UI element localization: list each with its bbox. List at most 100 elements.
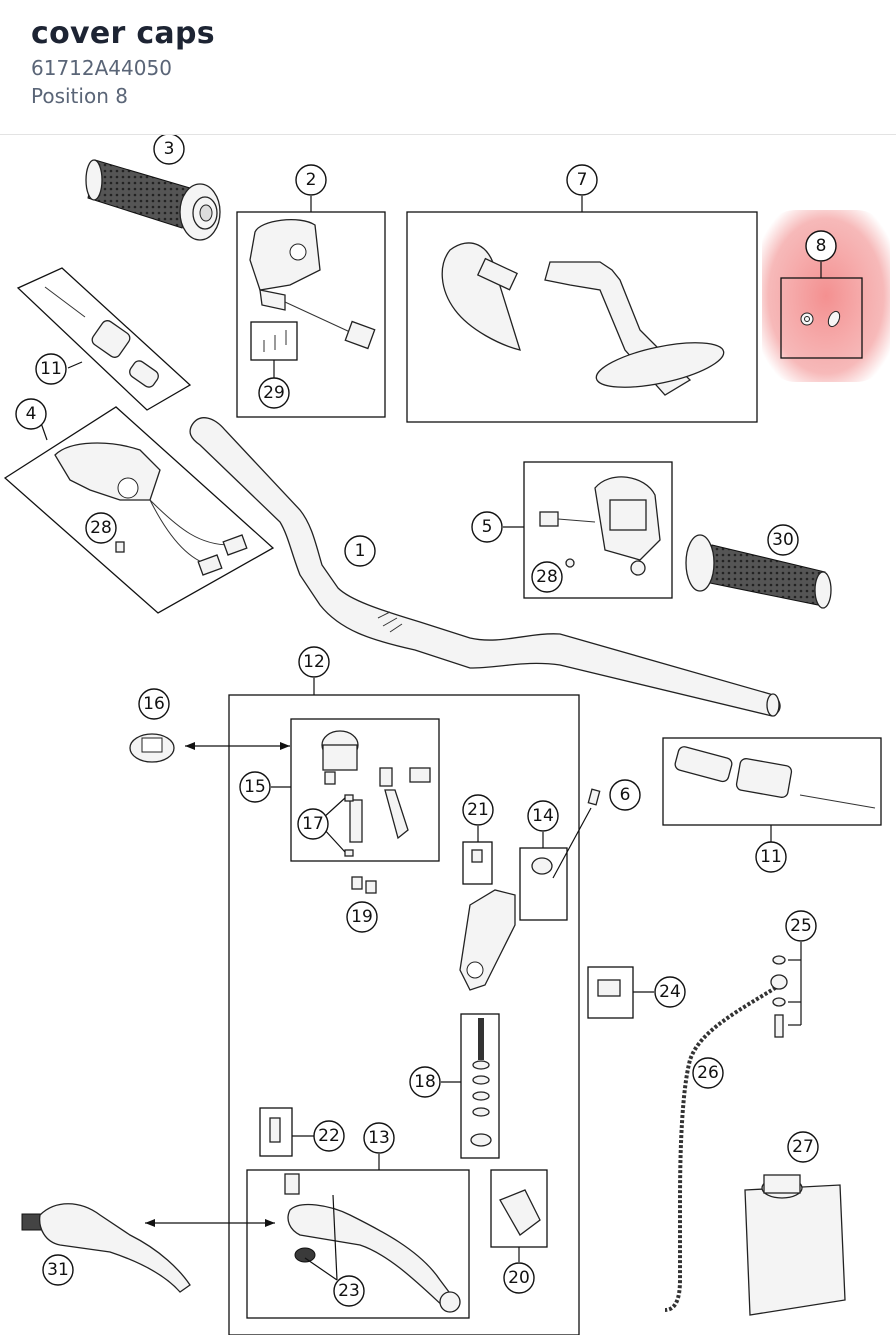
svg-text:27: 27 bbox=[792, 1137, 814, 1157]
banjo-fittings-part[interactable] bbox=[770, 955, 788, 1038]
callout-19[interactable]: 19 bbox=[346, 901, 378, 933]
position-label: Position 8 bbox=[31, 84, 128, 108]
grip-left-part[interactable] bbox=[85, 159, 221, 241]
svg-text:29: 29 bbox=[263, 383, 285, 403]
box-15 bbox=[290, 718, 440, 862]
callout-7[interactable]: 7 bbox=[566, 164, 598, 196]
callout-28-right[interactable]: 28 bbox=[531, 561, 563, 593]
exploded-parts-diagram: 1 2 3 4 5 6 7 8 11 11 12 13 14 15 16 17 … bbox=[3, 135, 890, 1335]
callout-2[interactable]: 2 bbox=[295, 164, 327, 196]
callout-28-left[interactable]: 28 bbox=[85, 512, 117, 544]
callout-16[interactable]: 16 bbox=[138, 688, 170, 720]
svg-text:28: 28 bbox=[536, 567, 558, 587]
bar-end-right-part[interactable] bbox=[674, 745, 876, 809]
svg-text:1: 1 bbox=[355, 541, 366, 561]
svg-text:18: 18 bbox=[414, 1072, 436, 1092]
box-4 bbox=[3, 406, 275, 614]
callout-11-right[interactable]: 11 bbox=[755, 841, 787, 873]
svg-text:2: 2 bbox=[306, 170, 317, 190]
callout-31[interactable]: 31 bbox=[42, 1254, 74, 1286]
callout-26[interactable]: 26 bbox=[692, 1057, 724, 1089]
page-title: cover caps bbox=[31, 16, 215, 51]
box-18 bbox=[460, 1013, 500, 1159]
callout-5[interactable]: 5 bbox=[471, 511, 503, 543]
callout-13[interactable]: 13 bbox=[363, 1122, 395, 1154]
callout-3[interactable]: 3 bbox=[153, 135, 185, 165]
svg-text:12: 12 bbox=[303, 652, 325, 672]
box-21 bbox=[462, 841, 493, 885]
callout-8[interactable]: 8 bbox=[805, 230, 837, 262]
svg-text:31: 31 bbox=[47, 1260, 69, 1280]
svg-text:6: 6 bbox=[620, 785, 631, 805]
callout-24[interactable]: 24 bbox=[654, 976, 686, 1008]
svg-text:22: 22 bbox=[318, 1126, 340, 1146]
callout-4[interactable]: 4 bbox=[15, 398, 47, 430]
svg-text:15: 15 bbox=[244, 777, 266, 797]
callout-14[interactable]: 14 bbox=[527, 800, 559, 832]
callout-29[interactable]: 29 bbox=[258, 377, 290, 409]
callout-21[interactable]: 21 bbox=[462, 794, 494, 826]
svg-text:14: 14 bbox=[532, 806, 554, 826]
callout-12[interactable]: 12 bbox=[298, 646, 330, 678]
grip-right-part[interactable] bbox=[685, 534, 832, 609]
box-7 bbox=[406, 211, 758, 423]
brake-fluid-part[interactable] bbox=[744, 1174, 846, 1316]
svg-text:11: 11 bbox=[40, 359, 62, 379]
box-11-left bbox=[16, 267, 192, 411]
piston-kit-part[interactable] bbox=[470, 1018, 492, 1147]
cover-caps-part[interactable] bbox=[800, 310, 842, 329]
page-header: cover caps 61712A44050 Position 8 bbox=[0, 0, 896, 135]
svg-text:3: 3 bbox=[164, 139, 175, 159]
clutch-lever-part[interactable] bbox=[21, 1203, 191, 1293]
reservoir-cap-part[interactable] bbox=[129, 733, 175, 763]
screws-29-part bbox=[263, 330, 287, 352]
callout-20[interactable]: 20 bbox=[503, 1262, 535, 1294]
callout-25[interactable]: 25 bbox=[785, 910, 817, 942]
callout-11-left[interactable]: 11 bbox=[35, 353, 67, 385]
svg-text:13: 13 bbox=[368, 1128, 390, 1148]
seals-19-part bbox=[351, 876, 377, 894]
position-highlight bbox=[762, 210, 890, 382]
brake-lever-part[interactable] bbox=[284, 1173, 461, 1313]
master-cylinder-part[interactable] bbox=[459, 857, 553, 991]
svg-text:20: 20 bbox=[508, 1268, 530, 1288]
svg-text:30: 30 bbox=[772, 530, 794, 550]
svg-text:28: 28 bbox=[90, 518, 112, 538]
brake-hose-part[interactable] bbox=[664, 983, 782, 1312]
lever-guard-part[interactable] bbox=[441, 242, 727, 396]
part-number: 61712A44050 bbox=[31, 56, 172, 80]
callout-15[interactable]: 15 bbox=[239, 771, 271, 803]
callout-23[interactable]: 23 bbox=[333, 1275, 365, 1307]
box-11-right bbox=[662, 737, 882, 826]
reservoir-part[interactable] bbox=[321, 730, 431, 857]
svg-text:7: 7 bbox=[577, 170, 588, 190]
svg-text:5: 5 bbox=[482, 517, 493, 537]
box-22 bbox=[259, 1107, 293, 1157]
svg-text:26: 26 bbox=[697, 1063, 719, 1083]
svg-text:4: 4 bbox=[26, 404, 37, 424]
callout-1[interactable]: 1 bbox=[344, 535, 376, 567]
bar-end-left-part[interactable] bbox=[44, 286, 161, 389]
svg-text:17: 17 bbox=[302, 814, 324, 834]
clutch-switch-part[interactable] bbox=[54, 442, 248, 576]
callout-27[interactable]: 27 bbox=[787, 1131, 819, 1163]
callout-22[interactable]: 22 bbox=[313, 1120, 345, 1152]
svg-text:21: 21 bbox=[467, 800, 489, 820]
throttle-switch-part[interactable] bbox=[539, 476, 661, 576]
svg-text:25: 25 bbox=[790, 916, 812, 936]
screw-6-part[interactable] bbox=[587, 788, 601, 806]
callout-18[interactable]: 18 bbox=[409, 1066, 441, 1098]
callout-6[interactable]: 6 bbox=[609, 779, 641, 811]
switch-unit-part[interactable] bbox=[249, 219, 376, 350]
svg-text:24: 24 bbox=[659, 982, 681, 1002]
svg-text:8: 8 bbox=[816, 236, 827, 256]
box-13 bbox=[246, 1169, 470, 1319]
box-12 bbox=[228, 694, 580, 1335]
box-5 bbox=[523, 461, 673, 599]
svg-text:11: 11 bbox=[760, 847, 782, 867]
svg-text:23: 23 bbox=[338, 1281, 360, 1301]
callout-30[interactable]: 30 bbox=[767, 524, 799, 556]
callout-17[interactable]: 17 bbox=[297, 808, 329, 840]
svg-text:16: 16 bbox=[143, 694, 165, 714]
handlebar-part[interactable] bbox=[189, 417, 781, 717]
